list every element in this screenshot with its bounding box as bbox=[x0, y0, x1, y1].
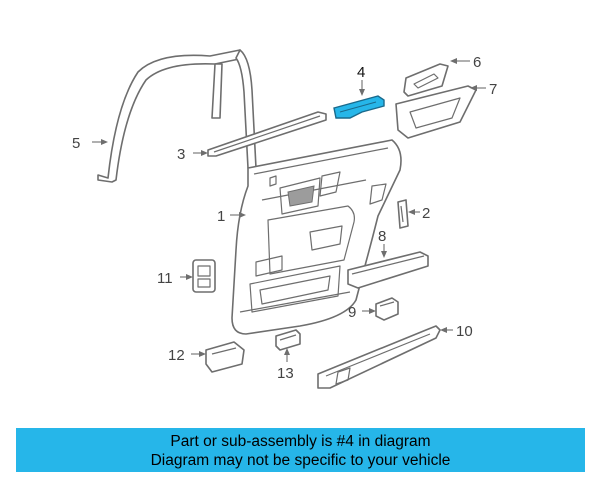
part-13-clip bbox=[275, 329, 301, 351]
part-2-clip bbox=[397, 199, 409, 229]
callout-8: 8 bbox=[378, 228, 386, 245]
part-3-belt-molding bbox=[207, 111, 327, 157]
callout-10: 10 bbox=[456, 323, 473, 340]
part-6-switch-bezel bbox=[403, 63, 449, 97]
callout-5: 5 bbox=[72, 135, 80, 152]
callout-4: 4 bbox=[357, 64, 365, 81]
info-banner: Part or sub-assembly is #4 in diagram Di… bbox=[16, 428, 585, 472]
callout-13: 13 bbox=[277, 365, 294, 382]
part-8-armrest-insert bbox=[347, 251, 429, 289]
part-9-bracket bbox=[375, 297, 399, 321]
callout-11: 11 bbox=[157, 270, 173, 287]
callout-2: 2 bbox=[422, 205, 430, 222]
parts-diagram: 5 3 4 6 7 1 2 8 11 9 10 12 13 bbox=[72, 49, 497, 389]
callout-6: 6 bbox=[473, 54, 481, 71]
callout-1: 1 bbox=[217, 208, 225, 225]
part-4-trim-piece bbox=[333, 95, 385, 119]
part-12-bracket bbox=[205, 341, 245, 373]
leader-lines bbox=[92, 58, 486, 362]
banner-line-2: Diagram may not be specific to your vehi… bbox=[150, 452, 451, 469]
callout-12: 12 bbox=[168, 347, 185, 364]
part-11-switch-module bbox=[192, 259, 216, 293]
callout-3: 3 bbox=[177, 146, 185, 163]
part-10-lower-trim bbox=[317, 325, 441, 389]
banner-line-1: Part or sub-assembly is #4 in diagram bbox=[170, 433, 431, 450]
callout-9: 9 bbox=[348, 304, 356, 321]
part-7-handle-cover bbox=[395, 85, 477, 139]
callout-labels: 5 3 4 6 7 1 2 8 11 9 10 12 13 bbox=[72, 54, 497, 382]
callout-7: 7 bbox=[489, 81, 497, 98]
